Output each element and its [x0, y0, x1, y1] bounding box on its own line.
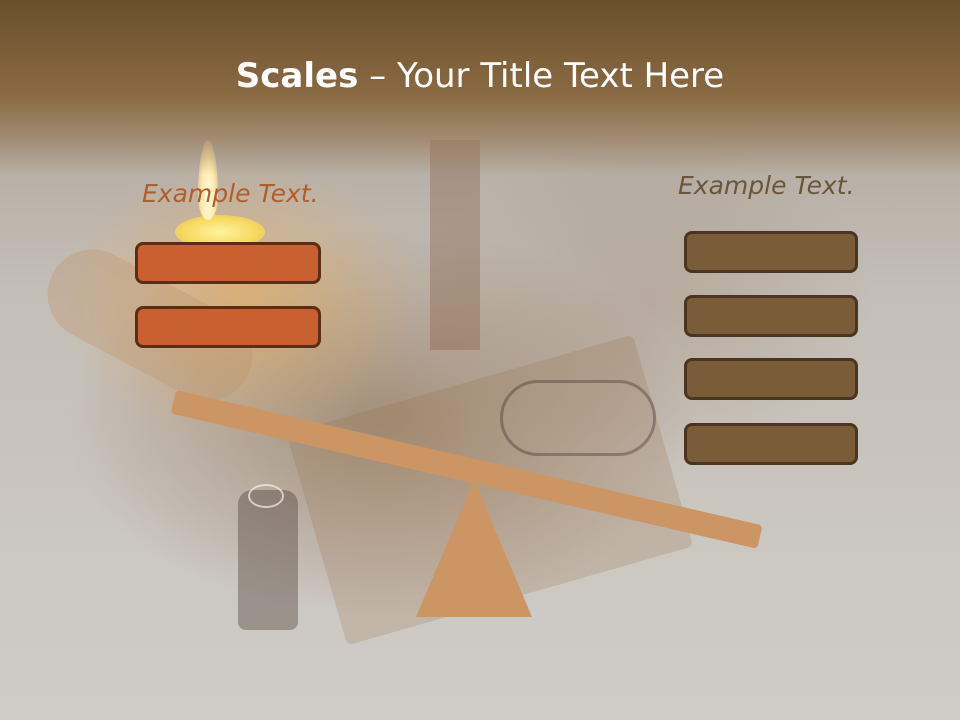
left-box-2 — [135, 306, 321, 348]
title-bold: Scales — [235, 56, 359, 96]
ink-bottle-rim — [248, 484, 284, 508]
right-box-2 — [684, 295, 858, 337]
right-example-label: Example Text. — [678, 171, 855, 200]
title-rest: – Your Title Text Here — [358, 56, 725, 96]
right-box-1 — [684, 231, 858, 273]
right-box-4 — [684, 423, 858, 465]
scale-fulcrum — [416, 480, 532, 617]
right-box-3 — [684, 358, 858, 400]
left-example-label: Example Text. — [142, 179, 319, 208]
slide-title: Scales – Your Title Text Here — [0, 54, 960, 98]
wooden-post — [430, 140, 480, 350]
left-box-1 — [135, 242, 321, 284]
ink-bottle — [238, 490, 298, 630]
header-band — [0, 0, 960, 175]
glasses-shape — [500, 380, 656, 456]
